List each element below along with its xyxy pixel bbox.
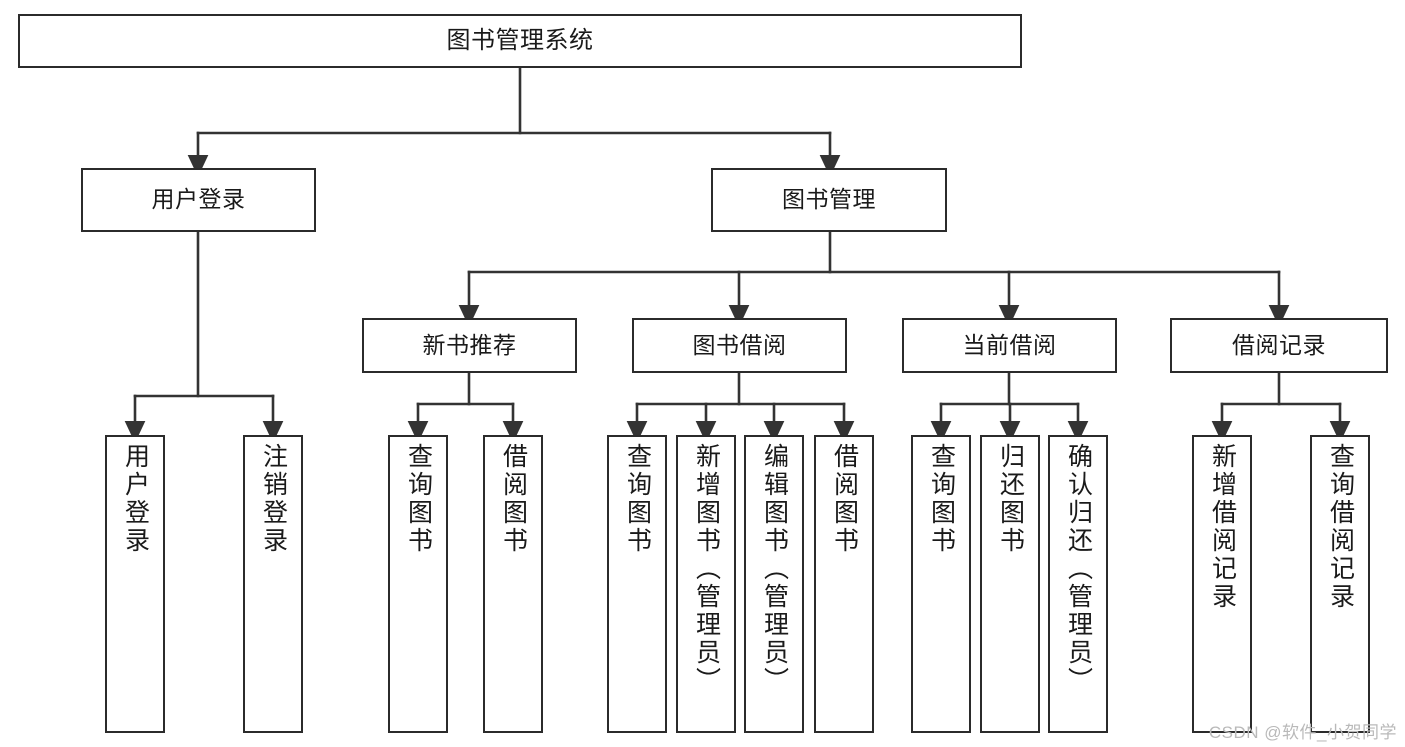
node-label: 用户登录 [121, 443, 150, 555]
leaf-confirm-return-admin[interactable]: 确认归还（管理员） [1048, 435, 1108, 733]
leaf-edit-book-admin[interactable]: 编辑图书（管理员） [744, 435, 804, 733]
node-label: 新书推荐 [422, 331, 517, 358]
node-user-login[interactable]: 用户登录 [81, 168, 316, 232]
node-label: 借阅图书 [499, 443, 528, 555]
node-label: 新增借阅记录 [1208, 443, 1237, 611]
leaf-borrow-books-recommend[interactable]: 借阅图书 [483, 435, 543, 733]
node-label: 新增图书（管理员） [692, 443, 721, 695]
node-label: 编辑图书（管理员） [760, 443, 789, 695]
leaf-query-books-borrow[interactable]: 查询图书 [607, 435, 667, 733]
node-label: 图书管理 [782, 186, 876, 213]
leaf-user-login[interactable]: 用户登录 [105, 435, 165, 733]
node-borrowing-record[interactable]: 借阅记录 [1170, 318, 1388, 373]
node-label: 借阅记录 [1232, 331, 1326, 358]
node-label: 当前借阅 [962, 331, 1057, 358]
leaf-add-borrow-record[interactable]: 新增借阅记录 [1192, 435, 1252, 733]
node-label: 借阅图书 [830, 443, 859, 555]
node-label: 查询借阅记录 [1326, 443, 1355, 611]
node-root-library-management-system[interactable]: 图书管理系统 [18, 14, 1022, 68]
node-label: 图书管理系统 [446, 26, 594, 54]
node-label: 注销登录 [259, 443, 288, 555]
leaf-return-books[interactable]: 归还图书 [980, 435, 1040, 733]
node-label: 查询图书 [927, 443, 956, 555]
node-label: 查询图书 [623, 443, 652, 555]
leaf-query-books-current[interactable]: 查询图书 [911, 435, 971, 733]
leaf-logout[interactable]: 注销登录 [243, 435, 303, 733]
node-book-management[interactable]: 图书管理 [711, 168, 947, 232]
node-label: 查询图书 [404, 443, 433, 555]
node-new-book-recommendation[interactable]: 新书推荐 [362, 318, 577, 373]
node-current-borrowing[interactable]: 当前借阅 [902, 318, 1117, 373]
node-book-borrowing[interactable]: 图书借阅 [632, 318, 847, 373]
leaf-query-books-recommend[interactable]: 查询图书 [388, 435, 448, 733]
node-label: 图书借阅 [692, 331, 787, 358]
leaf-query-borrow-record[interactable]: 查询借阅记录 [1310, 435, 1370, 733]
leaf-borrow-books[interactable]: 借阅图书 [814, 435, 874, 733]
node-label: 归还图书 [996, 443, 1025, 555]
node-label: 用户登录 [151, 186, 246, 213]
node-label: 确认归还（管理员） [1064, 443, 1093, 695]
watermark: CSDN @软件_小贺同学 [1208, 723, 1397, 742]
leaf-add-book-admin[interactable]: 新增图书（管理员） [676, 435, 736, 733]
